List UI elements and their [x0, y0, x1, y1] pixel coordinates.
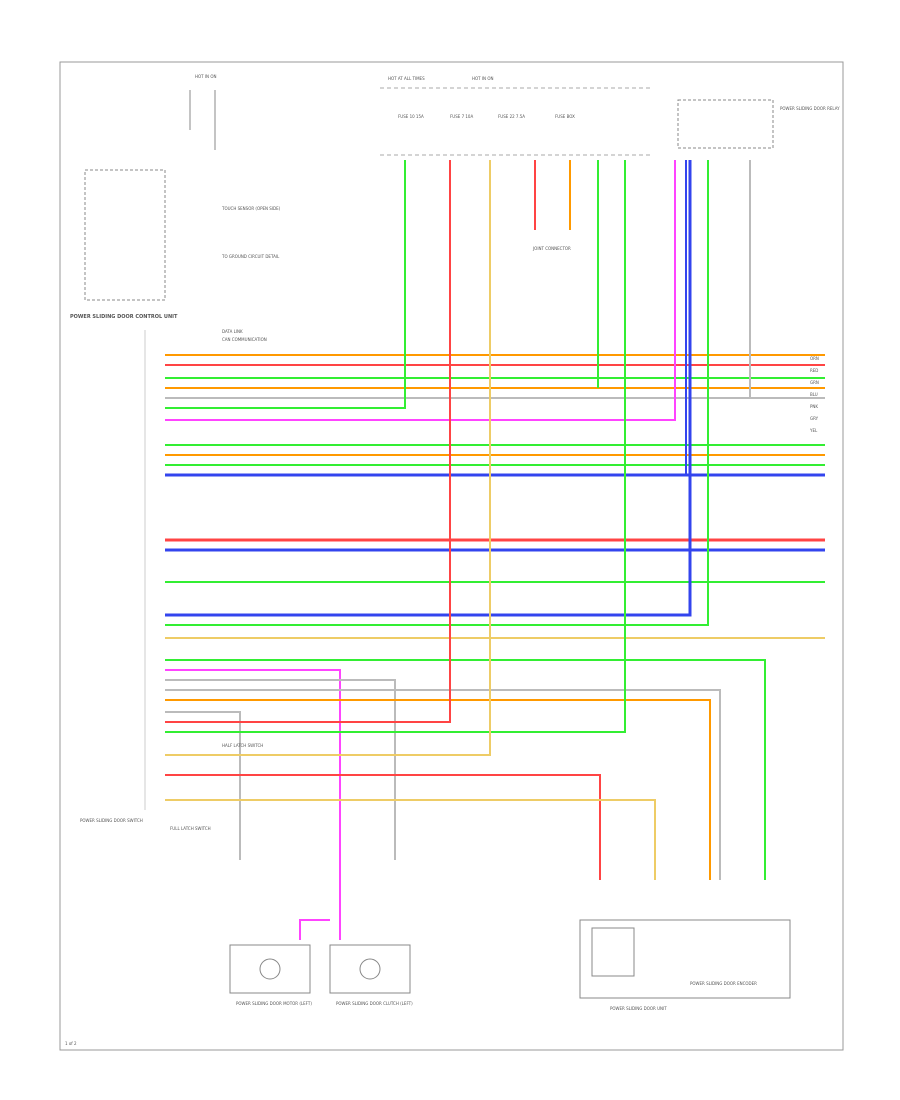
fuse-b-label: FUSE 7 10A [450, 114, 473, 119]
junction-label: JOINT CONNECTOR [532, 246, 571, 251]
harness-horizontal [165, 160, 825, 940]
wire-color-label: GRY [810, 416, 819, 421]
actuator-b-label: POWER SLIDING DOOR CLUTCH (LEFT) [336, 1001, 413, 1006]
hot-label-left: HOT IN ON [195, 74, 216, 79]
wire-yel-2 [165, 160, 491, 756]
wire-orn-4 [165, 699, 711, 880]
wire-yel-3 [165, 799, 656, 880]
wire-gry-3 [165, 689, 721, 880]
full-latch-label: FULL LATCH SWITCH [170, 826, 211, 831]
actuator-a-label: POWER SLIDING DOOR MOTOR (LEFT) [236, 1001, 312, 1006]
actuator-a: POWER SLIDING DOOR MOTOR (LEFT) [229, 944, 312, 1006]
harness-vertical [299, 160, 751, 940]
wire-red-4 [165, 774, 601, 880]
fuse-c-label: FUSE 22 7.5A [498, 114, 525, 119]
encoder-label: POWER SLIDING DOOR ENCODER [690, 981, 757, 986]
hot-label-mid1: HOT AT ALL TIMES [388, 76, 425, 81]
wire-pnk-short [299, 919, 330, 940]
wire-grn-7 [165, 659, 766, 880]
wire-pnk-1 [165, 160, 676, 421]
wire-grn-8 [165, 160, 626, 733]
motor-unit: POWER SLIDING DOOR UNIT POWER SLIDING DO… [579, 919, 791, 1011]
wire-color-label: PNK [810, 404, 818, 409]
fuse-a-label: FUSE 10 15A [398, 114, 424, 119]
diagram-frame [59, 61, 844, 1051]
footer-code: 1 of 2 [65, 1041, 77, 1046]
bus-label-2: CAN COMMUNICATION [222, 337, 267, 342]
wire-color-label: RED [810, 368, 818, 373]
motor-unit-label: POWER SLIDING DOOR UNIT [610, 1006, 667, 1011]
wire-red-3 [165, 160, 451, 723]
wire-color-label: GRN [810, 380, 819, 385]
actuator-b: POWER SLIDING DOOR CLUTCH (LEFT) [329, 944, 413, 1006]
wire-grn-6 [165, 160, 709, 626]
wire-color-label: YEL [809, 428, 818, 433]
wire-blu-3 [165, 160, 692, 617]
wire-legend: ORN RED GRN BLU PNK GRY YEL [809, 356, 819, 433]
fuse-box-label: FUSE BOX [555, 114, 575, 119]
wire-pnk-2 [165, 669, 341, 940]
touch-sensor-label: TOUCH SENSOR (OPEN SIDE) [221, 206, 281, 211]
relay-label: POWER SLIDING DOOR RELAY [780, 106, 840, 111]
hot-label-mid2: HOT IN ON [472, 76, 493, 81]
wire-gry-4 [165, 711, 241, 860]
top-supply-section: HOT IN ON HOT AT ALL TIMES HOT IN ON FUS… [84, 74, 840, 301]
ground-label: TO GROUND CIRCUIT DETAIL [221, 254, 280, 259]
wire-color-label: ORN [810, 356, 819, 361]
module-title: POWER SLIDING DOOR CONTROL UNIT [70, 314, 178, 320]
bus-label-1: DATA LINK [222, 329, 243, 334]
slide-switch-label: POWER SLIDING DOOR SWITCH [80, 818, 143, 823]
relay-box [677, 99, 774, 149]
half-latch-label: HALF LATCH SWITCH [222, 743, 263, 748]
wire-grn-2 [165, 160, 406, 409]
wire-gry-2 [165, 679, 396, 860]
wire-color-label: BLU [810, 392, 818, 397]
module-connector-box [84, 169, 166, 301]
